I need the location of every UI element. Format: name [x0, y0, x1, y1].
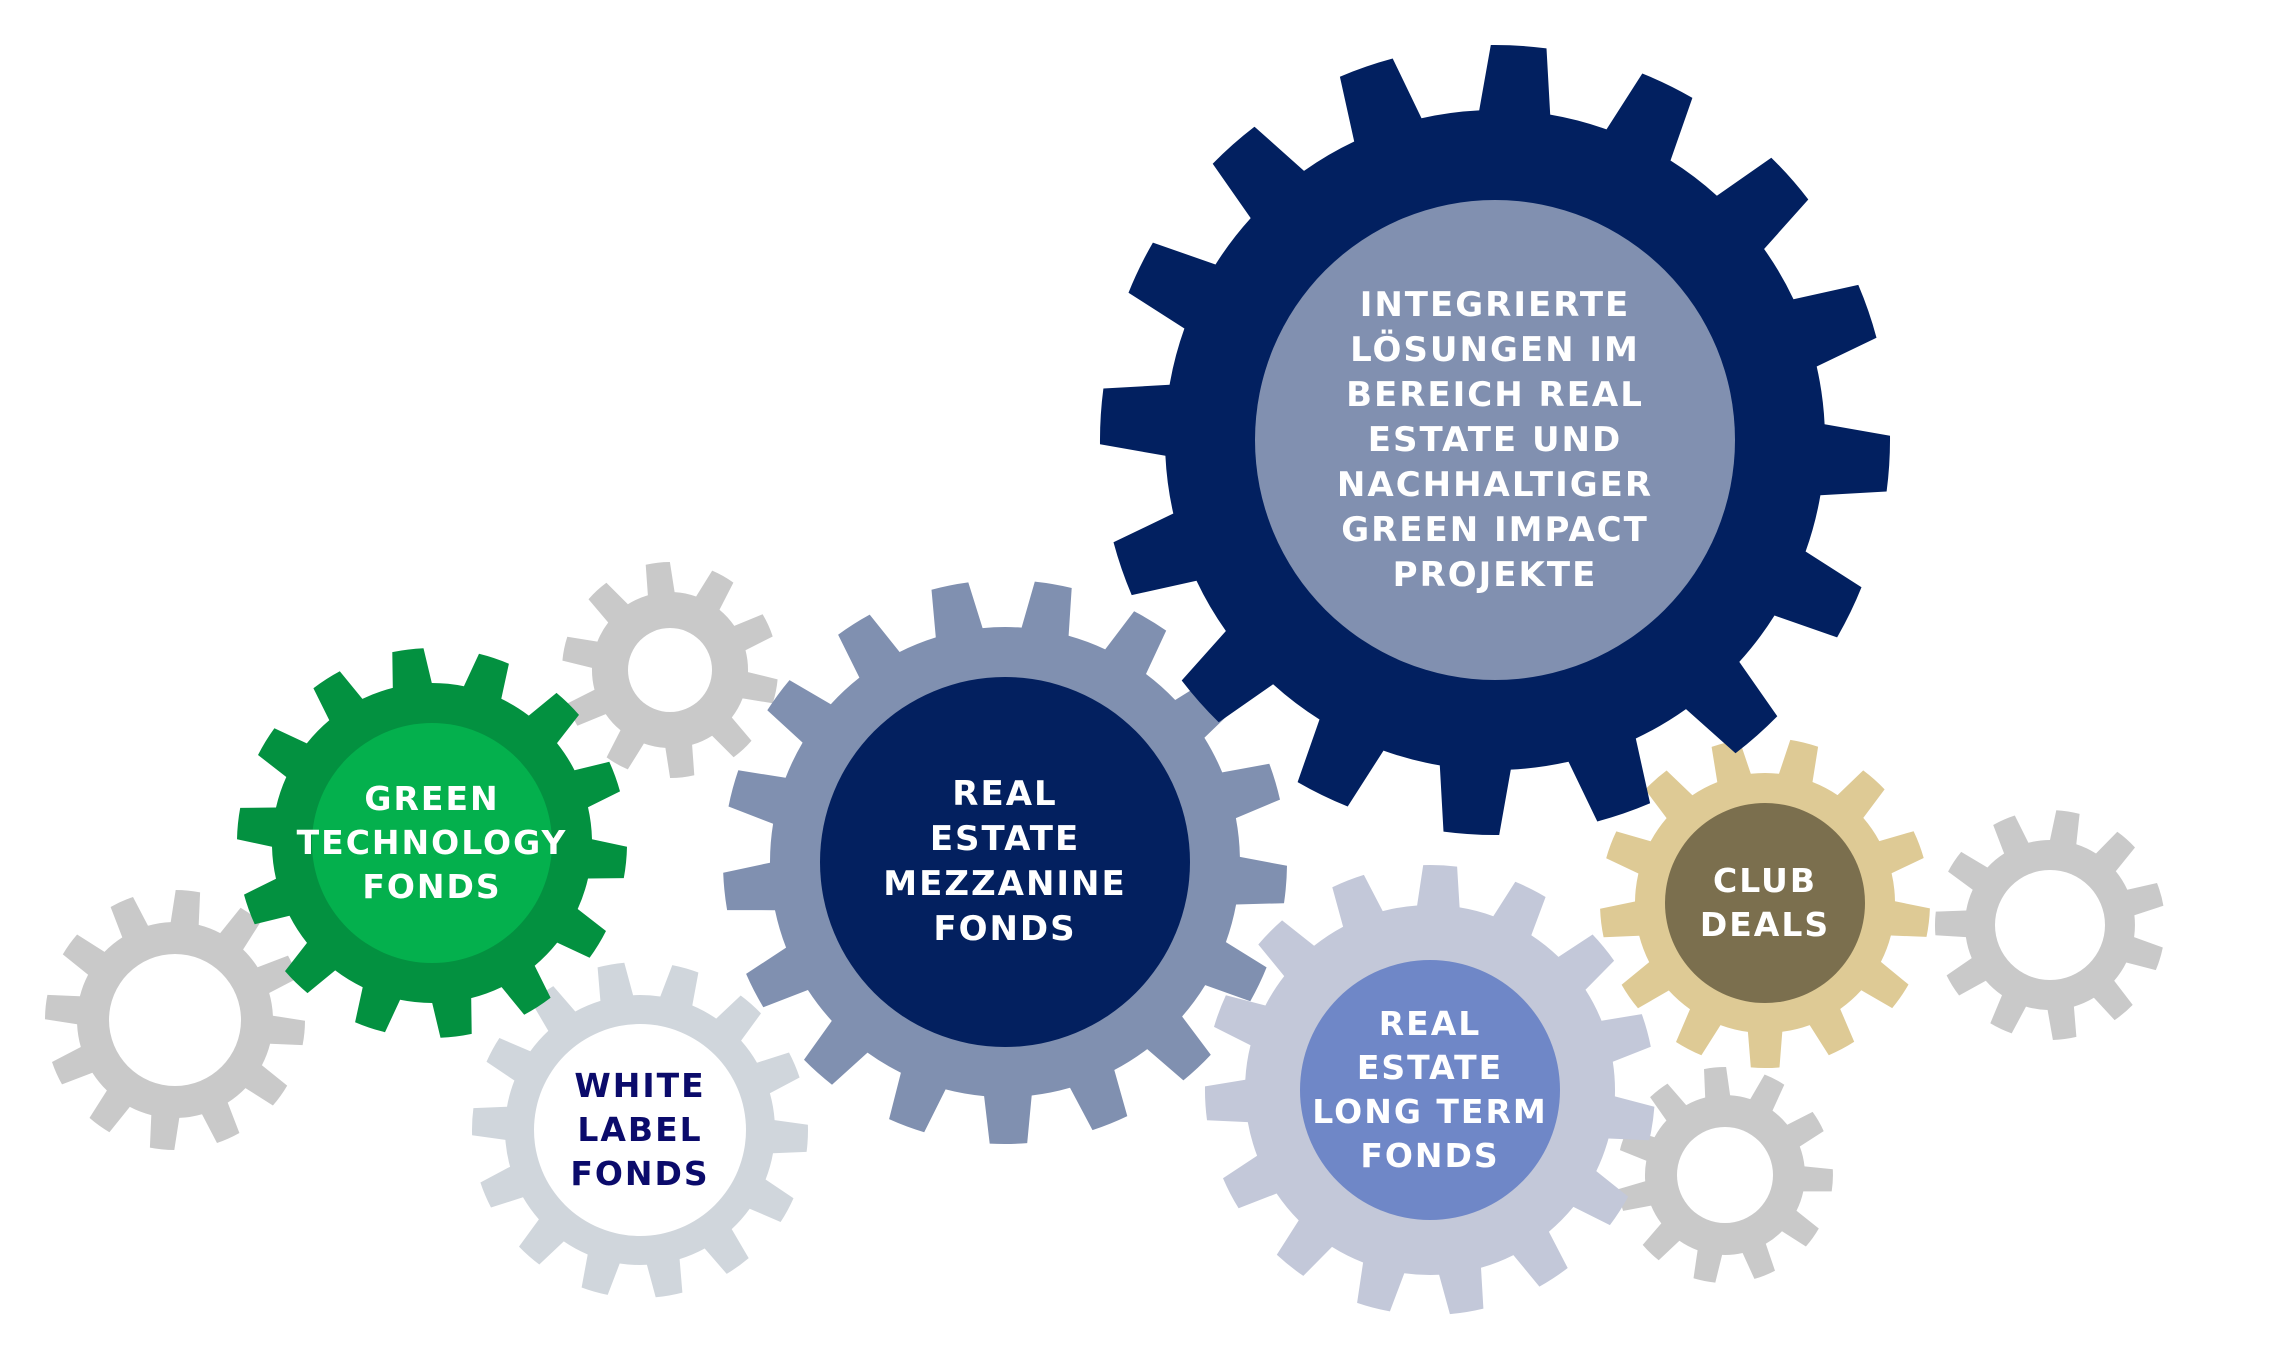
gear-hole — [628, 628, 712, 712]
gear-club-deals-hub — [1665, 803, 1865, 1003]
gear-label-club-deals: CLUB DEALS — [1699, 861, 1831, 944]
gear-mezzanine-hub — [820, 677, 1190, 1047]
gear-hole — [1677, 1127, 1773, 1223]
gear-label-long-term: REAL ESTATE LONG TERM FONDS — [1312, 1004, 1548, 1175]
gear-label-green-technology: GREEN TECHNOLOGY FONDS — [296, 779, 568, 906]
gear-white-label-hub — [534, 1024, 746, 1236]
gear-integrated-hub — [1255, 200, 1735, 680]
gear-label-integrated: INTEGRIERTE LÖSUNGEN IM BEREICH REAL EST… — [1336, 284, 1654, 595]
gear-label-mezzanine: REAL ESTATE MEZZANINE FONDS — [883, 774, 1127, 949]
gear-green-technology-hub — [312, 723, 552, 963]
gear-long-term-hub — [1300, 960, 1560, 1220]
gear-label-white-label: WHITE LABEL FONDS — [570, 1066, 710, 1193]
gear-hole — [109, 954, 241, 1086]
gear-hole — [1995, 870, 2105, 980]
